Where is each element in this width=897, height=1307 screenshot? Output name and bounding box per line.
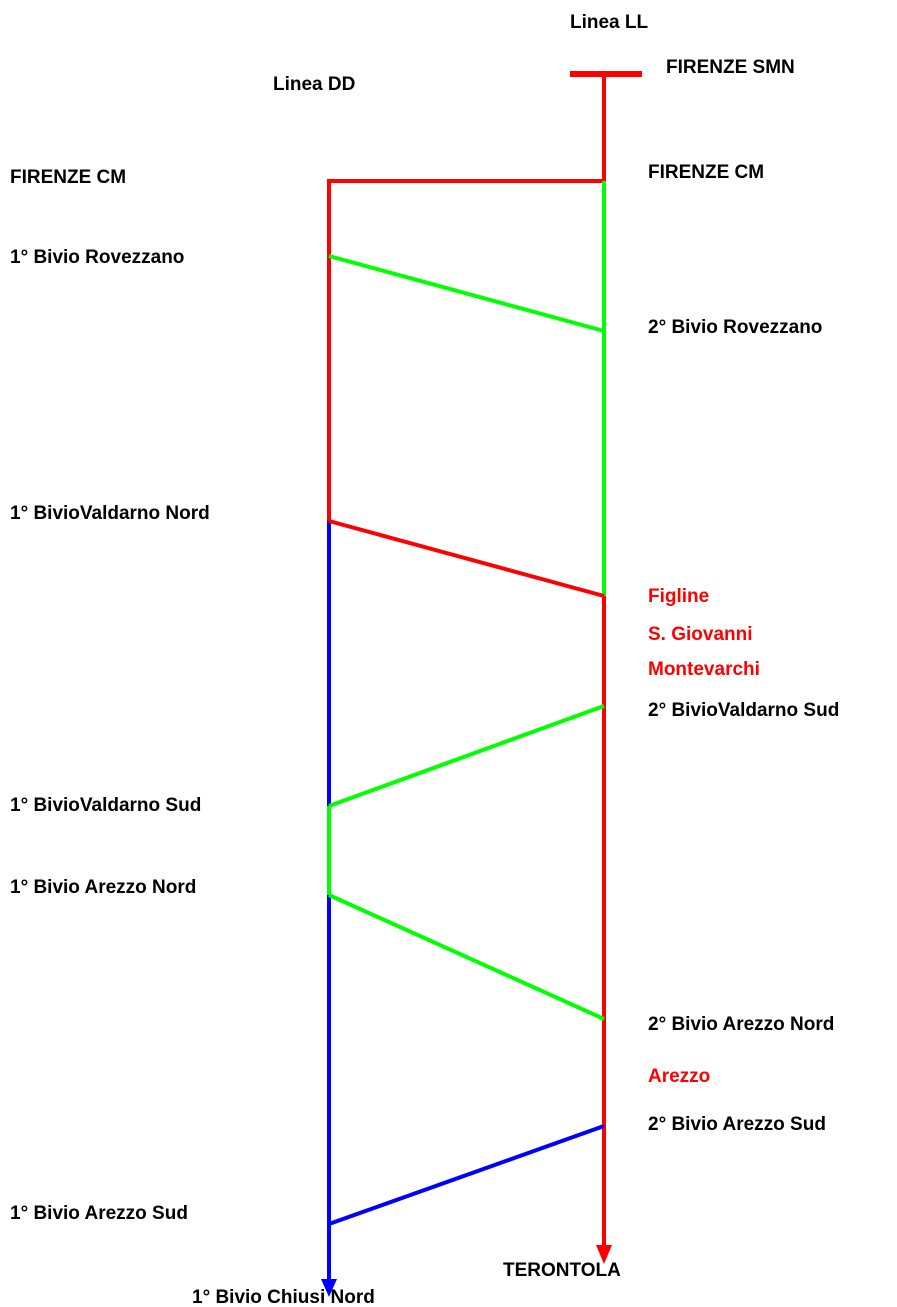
- interconnection-arezzo-sud: [328, 1124, 605, 1226]
- station-label-terontola: TERONTOLA: [503, 1260, 621, 1281]
- station-label-arezzo: Arezzo: [648, 1066, 711, 1087]
- station-label-s-giovanni: S. Giovanni: [648, 624, 753, 645]
- interconnection-arezzo-nord: [328, 893, 605, 1021]
- station-label-firenze-cm-dd: FIRENZE CM: [10, 167, 127, 188]
- arrow-down-icon: [596, 1245, 612, 1264]
- station-label-montevarchi: Montevarchi: [648, 659, 760, 680]
- station-label-firenze-smn: FIRENZE SMN: [666, 57, 795, 78]
- junction-label-2-arezzo-nord: 2° Bivio Arezzo Nord: [648, 1014, 835, 1035]
- interconnection-valdarno-sud: [328, 704, 605, 808]
- junction-label-1-arezzo-sud: 1° Bivio Arezzo Sud: [10, 1203, 188, 1224]
- arrow-down-icon: [321, 1279, 337, 1297]
- interconnection-valdarno-nord: [328, 519, 605, 598]
- station-label-firenze-cm-ll: FIRENZE CM: [648, 162, 765, 183]
- junction-label-1-rovezzano: 1° Bivio Rovezzano: [10, 247, 185, 268]
- line-label-dd: Linea DD: [273, 74, 356, 95]
- junction-label-1-arezzo-nord: 1° Bivio Arezzo Nord: [10, 877, 197, 898]
- junction-label-2-rovezzano: 2° Bivio Rovezzano: [648, 317, 823, 338]
- interconnection-rovezzano: [328, 254, 605, 333]
- junction-label-1-valdarno-nord: 1° BivioValdarno Nord: [10, 503, 210, 524]
- junction-label-2-valdarno-sud: 2° BivioValdarno Sud: [648, 700, 840, 721]
- junction-label-1-chiusi-nord: 1° Bivio Chiusi Nord: [192, 1287, 375, 1307]
- line-label-ll: Linea LL: [570, 12, 649, 33]
- junction-label-1-valdarno-sud: 1° BivioValdarno Sud: [10, 795, 202, 816]
- junction-label-2-arezzo-sud: 2° Bivio Arezzo Sud: [648, 1114, 826, 1135]
- station-label-figline: Figline: [648, 586, 710, 607]
